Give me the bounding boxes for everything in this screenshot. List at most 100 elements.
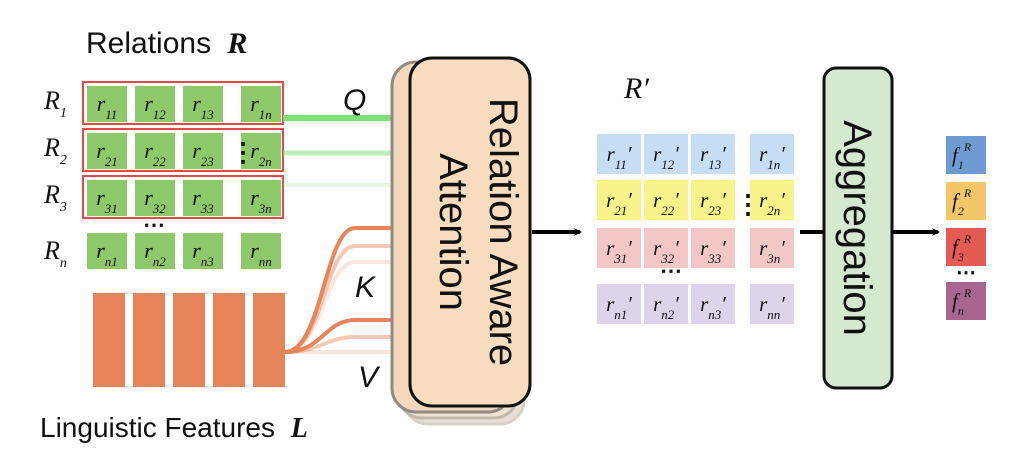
relation-feature-label: fnR (952, 286, 972, 318)
query-label: Q (343, 84, 366, 117)
relation-cell: r21 (87, 133, 127, 169)
output-cell-base: r (700, 292, 709, 316)
relation-cell-sub: 12 (153, 107, 167, 122)
output-cell-prime: ′ (674, 292, 679, 316)
output-cell-prime: ′ (721, 188, 726, 212)
highlight-box (82, 128, 284, 172)
output-relation-matrix: r11′r12′r13′r1n′r21′r22′r23′r2n′r31′r32′… (597, 134, 794, 324)
output-cell-sub: 21 (614, 203, 627, 218)
relation-cell-label: r3n (250, 185, 272, 216)
output-cell: r33′ (691, 228, 735, 268)
output-matrix-horizontal-ellipsis: ⋯ (660, 258, 682, 283)
relation-cell-label: rn1 (96, 238, 118, 269)
output-cell-label: rn3′ (700, 292, 726, 322)
linguistic-feature-bar (93, 293, 125, 387)
key-value-arrow (284, 344, 408, 360)
relation-feature-bg (946, 182, 986, 220)
relation-cell-base: r (192, 238, 201, 263)
query-arrow (283, 144, 408, 162)
relation-cell-label: r2n (250, 138, 272, 169)
output-cell-label: rn1′ (606, 292, 632, 322)
output-cell-sub: n3 (708, 307, 722, 322)
relation-cell-sub: 21 (105, 154, 118, 169)
relation-cell-label: rn3 (192, 238, 214, 269)
output-cell-bg (644, 284, 688, 324)
output-cell-base: r (759, 236, 768, 260)
output-cell-bg (750, 284, 794, 324)
relation-cell-sub: 33 (200, 201, 215, 216)
key-value-arrow (284, 312, 408, 354)
relation-feature-bg (946, 228, 986, 266)
output-cell-sub: 1n (767, 157, 780, 172)
output-cell: r11′ (597, 134, 641, 174)
relation-feature: fnR (946, 282, 986, 320)
relation-cell-sub: 23 (201, 154, 215, 169)
relation-aware-attention-block: Relation Aware Attention (390, 56, 532, 426)
relation-cell-label: rn2 (144, 238, 166, 269)
output-cell-base: r (759, 188, 768, 212)
relation-cell-base: r (250, 238, 259, 263)
attention-block-front (408, 56, 532, 408)
relation-cell-label: r12 (144, 91, 166, 122)
output-cell-bg (691, 134, 735, 174)
relation-feature-base: f (952, 289, 961, 313)
row-label-sub: n (60, 256, 67, 271)
row-label: R3 (43, 180, 67, 215)
relation-cell-bg (183, 180, 223, 216)
relation-cell-label: r32 (144, 185, 166, 216)
output-cell-label: r13′ (700, 142, 726, 172)
relation-cell-bg (183, 233, 223, 269)
row-label-base: R (43, 133, 60, 162)
output-cell: r22′ (644, 180, 688, 220)
output-cell-prime: ′ (674, 236, 679, 260)
row-label-sub: 2 (60, 153, 67, 168)
features-horizontal-ellipsis: ⋯ (956, 262, 976, 284)
relation-cell-base: r (144, 91, 153, 116)
output-cell-base: r (700, 188, 709, 212)
output-cell-sub: 22 (661, 203, 675, 218)
output-cell-sub: 11 (615, 157, 627, 172)
output-cell-sub: 23 (708, 203, 722, 218)
relation-cell-base: r (192, 185, 201, 210)
relation-cell-base: r (97, 91, 106, 116)
relation-cell: rn2 (135, 233, 175, 269)
output-cell-sub: n1 (614, 307, 627, 322)
relation-cell-bg (183, 133, 223, 169)
output-cell: rn2′ (644, 284, 688, 324)
relation-cell-sub: 3n (258, 201, 272, 216)
output-cell-bg (691, 180, 735, 220)
output-cell-prime: ′ (674, 142, 679, 166)
linguistic-feature-bars (93, 293, 285, 387)
relation-cell-sub: 31 (104, 201, 118, 216)
relation-cell: r3n (241, 180, 281, 216)
output-cell-bg (750, 134, 794, 174)
relation-cell-base: r (96, 138, 105, 163)
relation-cell-base: r (192, 138, 201, 163)
relation-cell-base: r (144, 238, 153, 263)
value-label: V (358, 361, 381, 394)
output-cell-label: r2n′ (759, 188, 785, 218)
relation-feature-sup: R (963, 186, 972, 200)
output-cell: rnn′ (750, 284, 794, 324)
output-cell-sub: 2n (767, 203, 780, 218)
output-cell-sub: 31 (613, 251, 627, 266)
relation-feature-sup: R (963, 232, 972, 246)
output-cell-bg (691, 284, 735, 324)
row-label: R2 (43, 133, 67, 168)
relation-cell: r11 (87, 86, 127, 122)
relation-feature-bg (946, 282, 986, 320)
relation-cell-label: r23 (192, 138, 214, 169)
relation-cell-sub: 13 (201, 107, 215, 122)
query-arrow (283, 176, 408, 194)
output-cell-base: r (700, 142, 709, 166)
row-label: Rn (43, 236, 67, 271)
linguistic-features-title: Linguistic Features L (40, 412, 308, 444)
output-cell-prime: ′ (627, 188, 632, 212)
output-cell-label: rnn′ (759, 292, 785, 322)
output-cell-base: r (606, 236, 615, 260)
relation-cell-label: r13 (192, 91, 214, 122)
relation-cell: rnn (241, 233, 281, 269)
relation-cell-bg (87, 180, 127, 216)
query-arrows (283, 109, 408, 194)
